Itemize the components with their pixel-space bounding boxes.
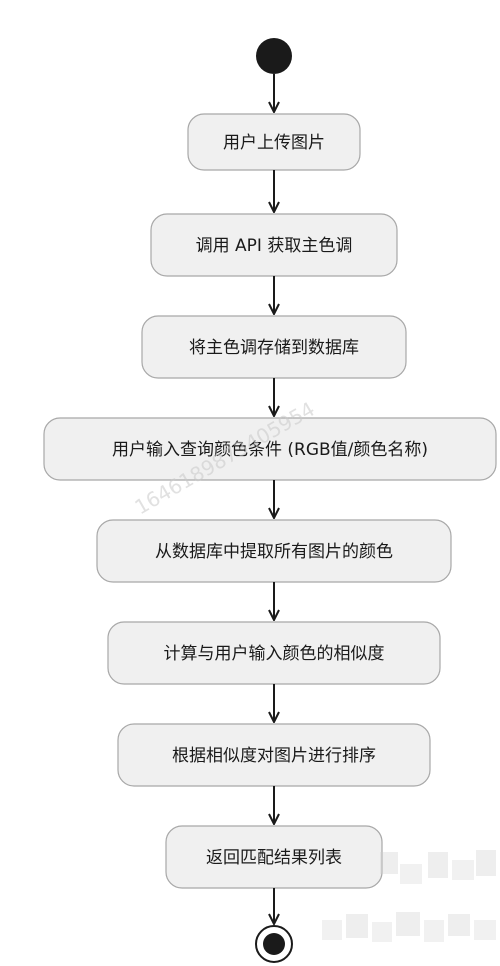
step-1-label: 用户上传图片 bbox=[223, 133, 325, 153]
step-1-node: 用户上传图片 bbox=[187, 113, 361, 171]
end-node bbox=[255, 925, 293, 963]
step-6-node: 计算与用户输入颜色的相似度 bbox=[107, 621, 441, 685]
step-6-label: 计算与用户输入颜色的相似度 bbox=[164, 644, 385, 664]
step-5-label: 从数据库中提取所有图片的颜色 bbox=[155, 542, 393, 562]
watermark-blur bbox=[322, 850, 496, 942]
step-3-node: 将主色调存储到数据库 bbox=[141, 315, 407, 379]
start-node bbox=[256, 38, 292, 74]
step-7-node: 根据相似度对图片进行排序 bbox=[117, 723, 431, 787]
step-5-node: 从数据库中提取所有图片的颜色 bbox=[96, 519, 452, 583]
step-4-node: 用户输入查询颜色条件 (RGB值/颜色名称) bbox=[43, 417, 497, 481]
step-3-label: 将主色调存储到数据库 bbox=[189, 338, 359, 358]
step-2-node: 调用 API 获取主色调 bbox=[150, 213, 398, 277]
step-8-node: 返回匹配结果列表 bbox=[165, 825, 383, 889]
step-4-label: 用户输入查询颜色条件 (RGB值/颜色名称) bbox=[112, 440, 428, 460]
step-2-label: 调用 API 获取主色调 bbox=[196, 236, 353, 256]
step-7-label: 根据相似度对图片进行排序 bbox=[172, 746, 376, 766]
step-8-label: 返回匹配结果列表 bbox=[206, 848, 342, 868]
